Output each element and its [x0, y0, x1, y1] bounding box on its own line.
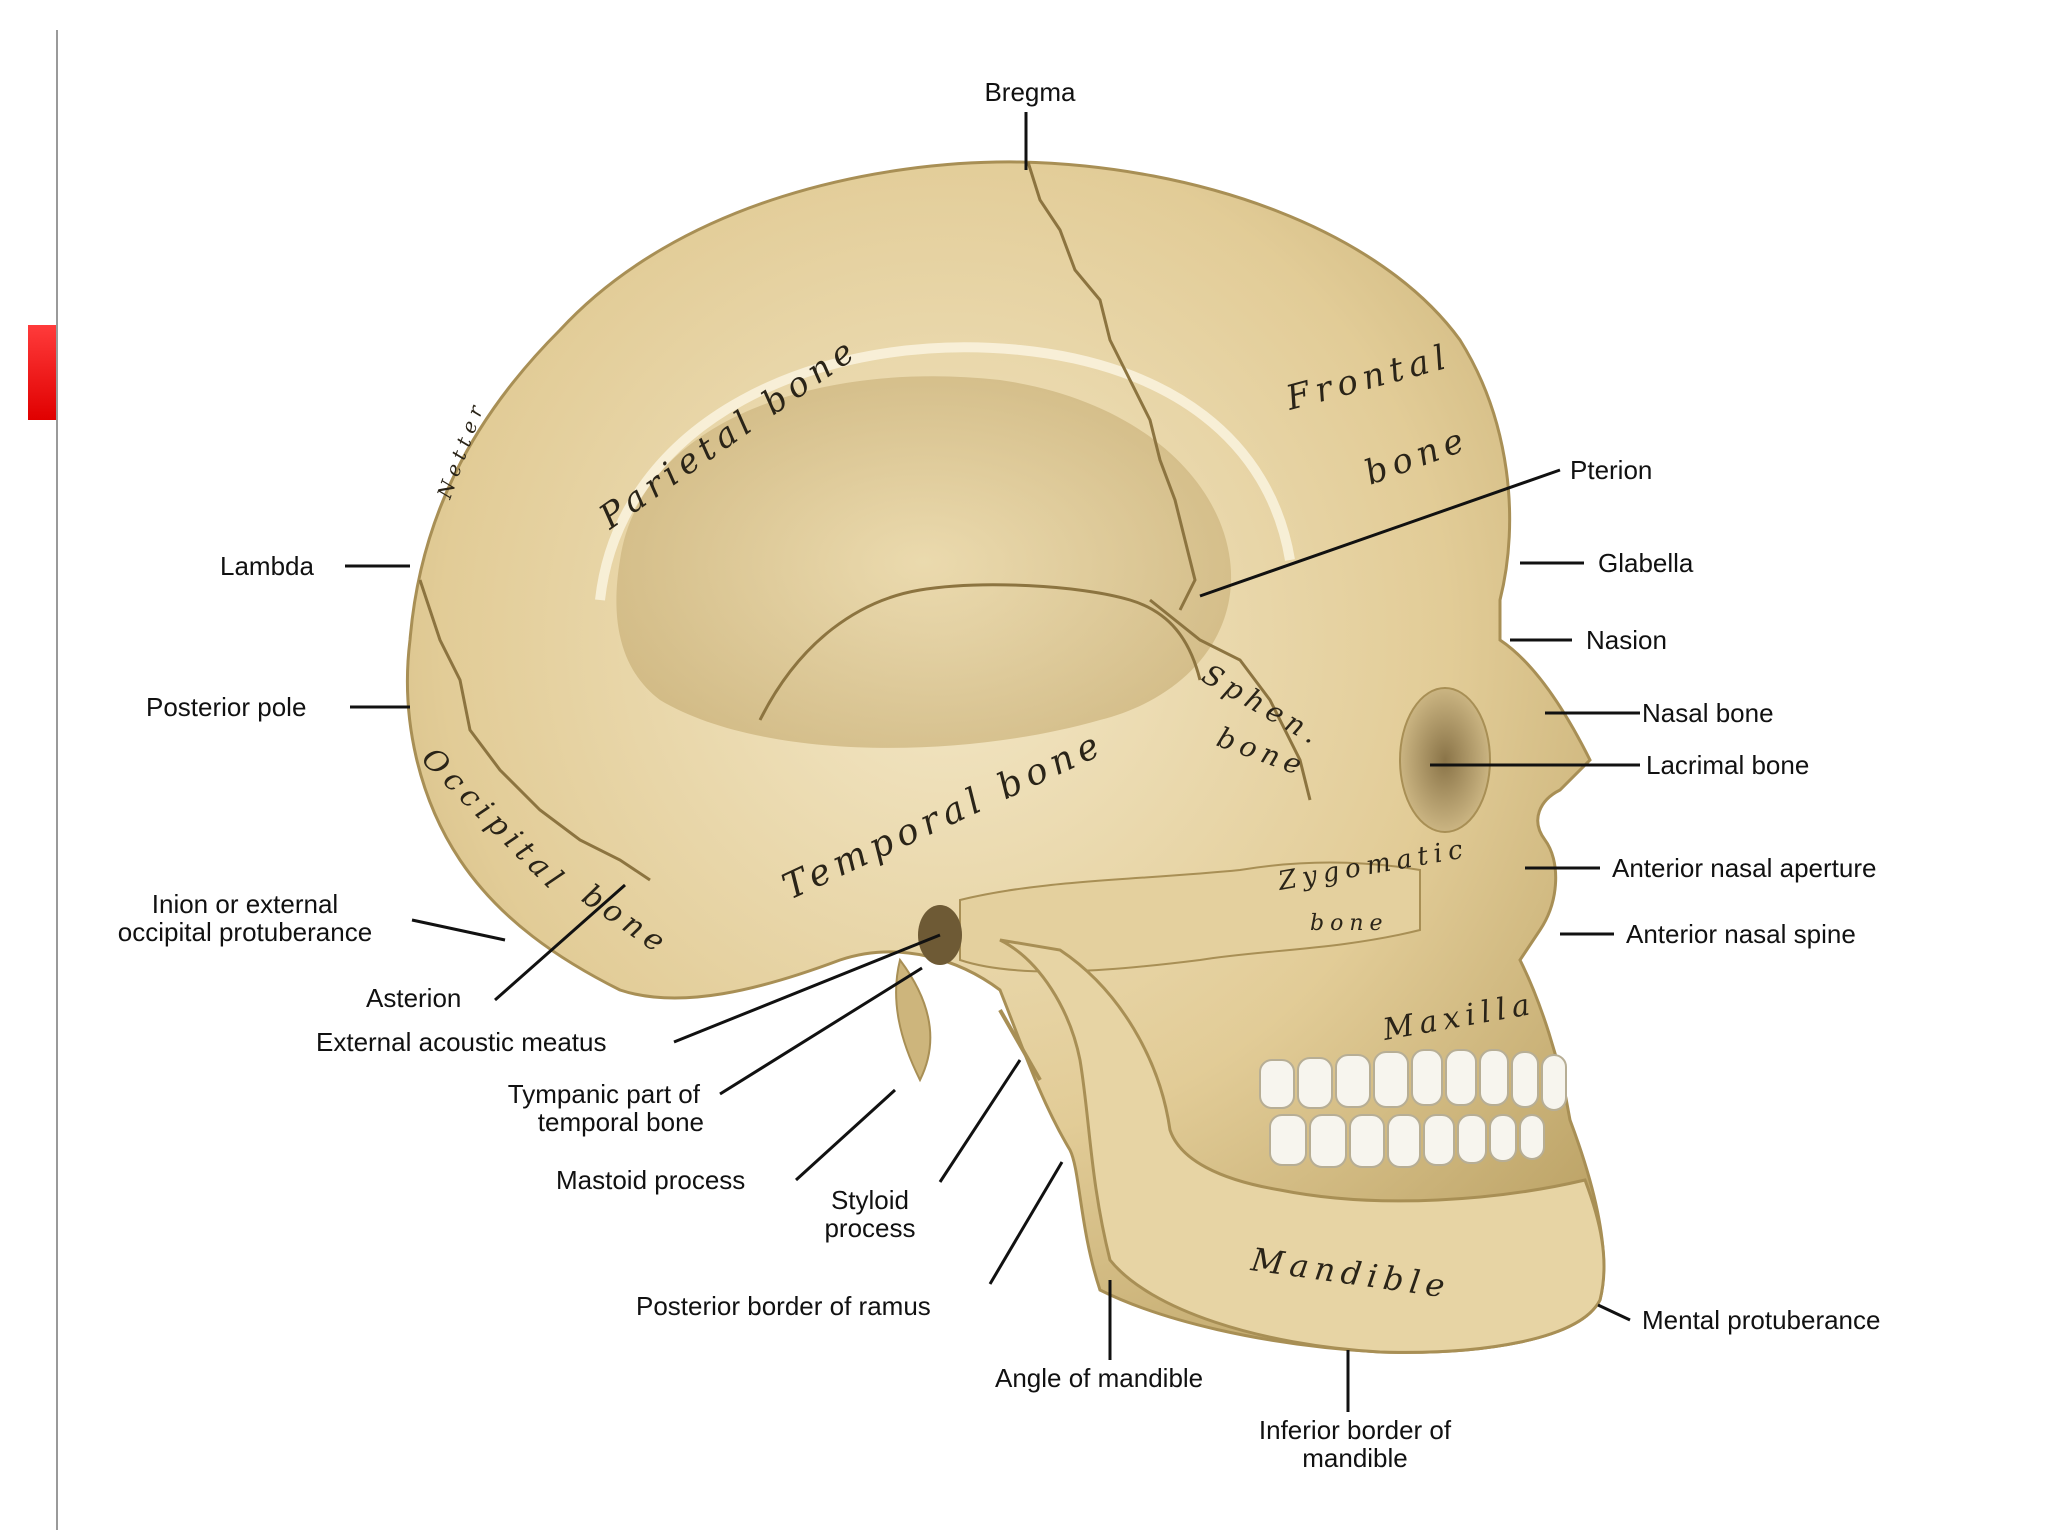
label-inion-1: Inion or external	[151, 889, 339, 919]
coronal-suture	[1026, 161, 1197, 611]
zygomatic-arch	[959, 861, 1421, 973]
left-border-rule	[56, 30, 58, 1530]
label-mastoid-process: Mastoid process	[556, 1165, 746, 1195]
label-lambda: Lambda	[220, 551, 314, 581]
label-nasal-bone: Nasal bone	[1642, 698, 1774, 728]
red-marker-tab	[28, 325, 56, 420]
lambdoid-suture	[418, 579, 651, 882]
label-posterior-pole: Posterior pole	[146, 692, 307, 722]
label-anterior-nasal-aperture: Anterior nasal aperture	[1612, 853, 1877, 883]
label-external-acoustic-meatus: External acoustic meatus	[316, 1027, 607, 1057]
label-pterion: Pterion	[1570, 455, 1653, 485]
leader-lines	[345, 112, 1640, 1412]
label-mental-protuberance: Mental protuberance	[1642, 1305, 1881, 1335]
sphenoid-suture	[1149, 598, 1312, 801]
temporal-line	[595, 342, 1295, 601]
bone-name-zygomatic-2: bone	[1310, 911, 1389, 936]
label-nasion: Nasion	[1586, 625, 1667, 655]
temporal-fossa	[616, 376, 1232, 748]
styloid	[998, 1009, 1042, 1081]
label-styloid-1: Styloid	[830, 1185, 910, 1215]
label-angle-of-mandible: Angle of mandible	[995, 1363, 1204, 1393]
label-anterior-nasal-spine: Anterior nasal spine	[1626, 919, 1856, 949]
squamosal-suture	[758, 583, 1202, 721]
label-styloid-2: process	[824, 1213, 916, 1243]
label-tympanic-2: temporal bone	[537, 1107, 704, 1137]
label-lacrimal-bone: Lacrimal bone	[1646, 750, 1810, 780]
label-glabella: Glabella	[1598, 548, 1694, 578]
label-bregma: Bregma	[984, 77, 1076, 107]
label-inferior-border-2: mandible	[1302, 1443, 1408, 1473]
orbit	[1399, 687, 1491, 833]
mandible	[999, 938, 1606, 1354]
label-inion-2: occipital protuberance	[117, 917, 373, 947]
mastoid	[895, 957, 932, 1083]
label-tympanic-1: Tympanic part of	[507, 1079, 700, 1109]
label-inferior-border-1: Inferior border of	[1258, 1415, 1452, 1445]
teeth	[1259, 1049, 1567, 1168]
label-posterior-border-of-ramus: Posterior border of ramus	[636, 1291, 931, 1321]
label-asterion: Asterion	[366, 983, 462, 1013]
